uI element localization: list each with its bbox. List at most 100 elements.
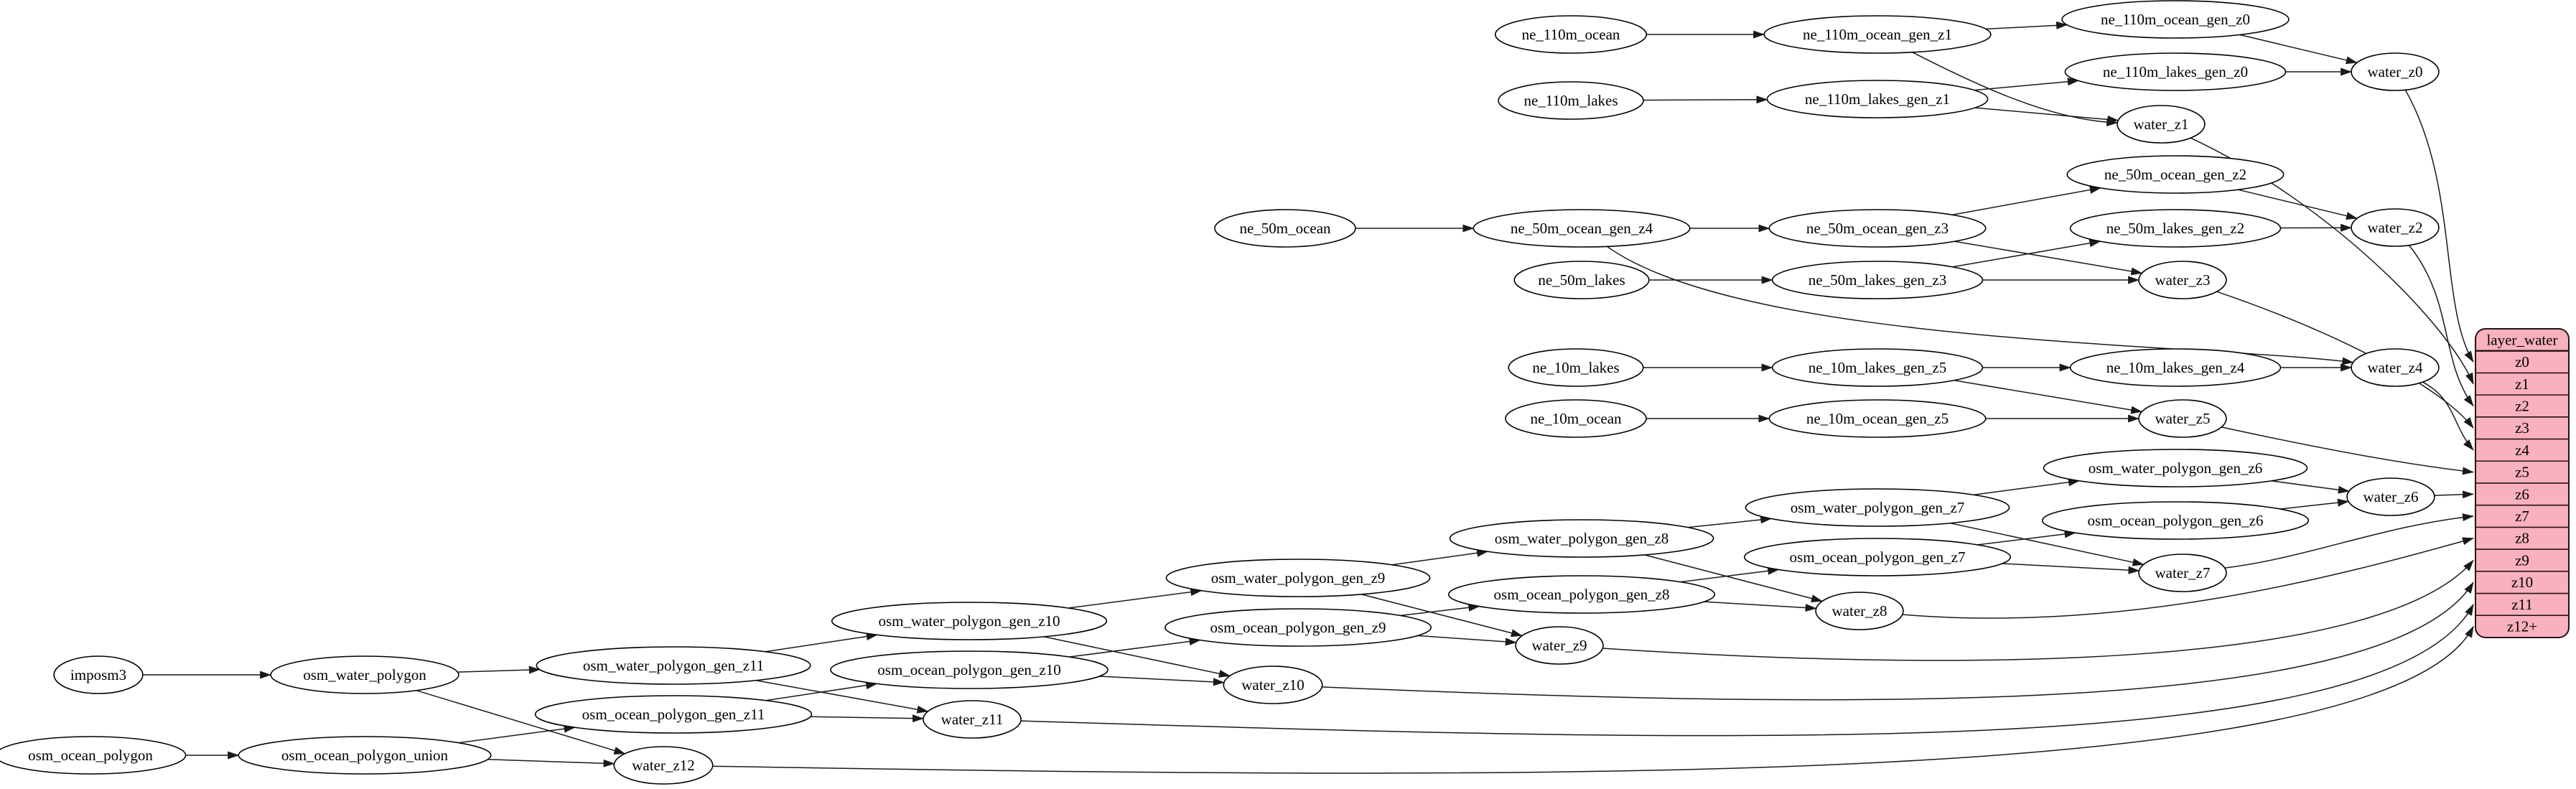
osm_water_polygon-label: osm_water_polygon <box>303 666 426 683</box>
node-osm_ocean_polygon_gen_z9: osm_ocean_polygon_gen_z9 <box>1164 608 1432 647</box>
ne_10m_lakes_gen_z4-label: ne_10m_lakes_gen_z4 <box>2106 359 2245 376</box>
water_z6-shape <box>2346 477 2435 516</box>
ne_110m_lakes_gen_z0-label: ne_110m_lakes_gen_z0 <box>2103 63 2248 80</box>
node-imposm3: imposm3 <box>53 655 144 694</box>
edge-water_z10--layer_water-z10 <box>1322 582 2474 701</box>
osm_ocean_polygon_union-label: osm_ocean_polygon_union <box>281 747 449 764</box>
ne_50m_ocean_gen_z2-label: ne_50m_ocean_gen_z2 <box>2104 166 2246 183</box>
water_z11-shape <box>923 700 1022 739</box>
edge-ne_50m_ocean_gen_z3--ne_50m_ocean_gen_z2 <box>1951 186 2101 215</box>
node-osm_ocean_polygon_gen_z11: osm_ocean_polygon_gen_z11 <box>534 695 813 734</box>
ne_50m_lakes_gen_z2-shape <box>2069 209 2282 248</box>
node-water_z3: water_z3 <box>2138 261 2227 299</box>
ne_50m_ocean-label: ne_50m_ocean <box>1239 220 1331 237</box>
node-osm_ocean_polygon_gen_z6: osm_ocean_polygon_gen_z6 <box>2041 501 2310 540</box>
imposm3-label: imposm3 <box>70 666 126 683</box>
node-osm_ocean_polygon: osm_ocean_polygon <box>0 736 187 775</box>
water_z10-label: water_z10 <box>1241 676 1304 694</box>
edge-water_z5--layer_water-z5 <box>2221 426 2474 475</box>
ne_50m_lakes_gen_z2-label: ne_50m_lakes_gen_z2 <box>2106 220 2244 237</box>
ne_110m_ocean-shape <box>1494 15 1648 54</box>
edge-water_z2--layer_water-z2 <box>2409 245 2474 407</box>
ne_110m_ocean_gen_z0-shape <box>2061 0 2290 39</box>
edge-osm_ocean_polygon_gen_z8--osm_ocean_polygon_gen_z7 <box>1680 566 1780 583</box>
edge-water_z4--layer_water-z4 <box>2422 381 2474 451</box>
water_z2-label: water_z2 <box>2368 219 2423 236</box>
edge-osm_ocean_polygon_gen_z11--osm_ocean_polygon_gen_z10 <box>765 681 878 701</box>
node-water_z4: water_z4 <box>2351 348 2440 387</box>
osm_ocean_polygon_gen_z8-shape <box>1447 575 1716 614</box>
record-row-z9: z9 <box>2515 551 2529 569</box>
osm_ocean_polygon_gen_z10-label: osm_ocean_polygon_gen_z10 <box>877 661 1060 678</box>
record-row-z7: z7 <box>2515 508 2529 525</box>
edge-water_z12--layer_water-z12- <box>712 625 2474 774</box>
ne_50m_ocean_gen_z4-shape <box>1473 209 1691 248</box>
node-osm_water_polygon_gen_z6: osm_water_polygon_gen_z6 <box>2043 449 2308 487</box>
record-row-z10: z10 <box>2511 574 2533 591</box>
osm_ocean_polygon_gen_z7-label: osm_ocean_polygon_gen_z7 <box>1790 548 1966 566</box>
node-ne_10m_ocean_gen_z5: ne_10m_ocean_gen_z5 <box>1768 399 1987 438</box>
water_z0-label: water_z0 <box>2368 63 2423 80</box>
node-ne_10m_lakes_gen_z4: ne_10m_lakes_gen_z4 <box>2069 348 2282 387</box>
node-ne_110m_ocean_gen_z0: ne_110m_ocean_gen_z0 <box>2061 0 2290 39</box>
ne_50m_ocean-shape <box>1214 209 1356 248</box>
node-water_z2: water_z2 <box>2351 208 2440 247</box>
node-water_z1: water_z1 <box>2117 105 2206 144</box>
water_z3-label: water_z3 <box>2155 271 2211 289</box>
water_z8-shape <box>1815 592 1904 630</box>
edge-osm_ocean_polygon_union--water_z12 <box>487 759 615 767</box>
node-ne_50m_lakes_gen_z2: ne_50m_lakes_gen_z2 <box>2069 209 2282 248</box>
ne_110m_lakes_gen_z1-label: ne_110m_lakes_gen_z1 <box>1805 90 1950 108</box>
water_z5-shape <box>2138 399 2227 438</box>
record-row-z4: z4 <box>2515 442 2529 459</box>
node-ne_10m_ocean: ne_10m_ocean <box>1505 399 1647 438</box>
ne_110m_ocean_gen_z0-label: ne_110m_ocean_gen_z0 <box>2101 11 2250 28</box>
edge-ne_10m_lakes_gen_z5--water_z5 <box>1954 380 2143 414</box>
edge-osm_ocean_polygon_gen_z9--water_z9 <box>1417 635 1517 646</box>
edge-osm_ocean_polygon_gen_z9--osm_ocean_polygon_gen_z8 <box>1400 603 1480 617</box>
ne_50m_lakes_gen_z3-shape <box>1771 261 1984 299</box>
node-osm_water_polygon_gen_z9: osm_water_polygon_gen_z9 <box>1165 559 1431 597</box>
edge-osm_ocean_polygon_union--osm_ocean_polygon_gen_z11 <box>458 724 576 744</box>
node-osm_ocean_polygon_gen_z7: osm_ocean_polygon_gen_z7 <box>1743 538 2012 576</box>
osm_water_polygon_gen_z7-label: osm_water_polygon_gen_z7 <box>1791 499 1965 516</box>
water_z3-shape <box>2138 261 2227 299</box>
node-osm_water_polygon_gen_z11: osm_water_polygon_gen_z11 <box>536 646 811 685</box>
ne_10m_ocean-label: ne_10m_ocean <box>1530 410 1622 427</box>
node-ne_50m_ocean: ne_50m_ocean <box>1214 209 1356 248</box>
osm_water_polygon_gen_z11-label: osm_water_polygon_gen_z11 <box>583 657 764 674</box>
osm_ocean_polygon_gen_z10-shape <box>830 650 1109 689</box>
edge-ne_110m_lakes--ne_110m_lakes_gen_z1 <box>1643 95 1768 104</box>
water_z12-shape <box>613 746 714 785</box>
osm_water_polygon_gen_z10-label: osm_water_polygon_gen_z10 <box>878 612 1060 630</box>
ne_50m_lakes-label: ne_50m_lakes <box>1538 271 1625 289</box>
ne_10m_lakes_gen_z5-shape <box>1771 348 1984 387</box>
node-ne_50m_lakes: ne_50m_lakes <box>1513 261 1650 299</box>
water_z5-label: water_z5 <box>2155 410 2211 427</box>
edge-osm_water_polygon--osm_water_polygon_gen_z11 <box>457 666 541 674</box>
record-title: layer_water <box>2486 331 2557 348</box>
record-row-z11: z11 <box>2511 596 2533 613</box>
record-row-z1: z1 <box>2515 375 2529 393</box>
edge-water_z7--layer_water-z7 <box>2224 513 2474 569</box>
record-row-z0: z0 <box>2515 353 2529 370</box>
water_z7-label: water_z7 <box>2155 564 2211 582</box>
node-ne_50m_ocean_gen_z2: ne_50m_ocean_gen_z2 <box>2066 155 2285 194</box>
record-row-z5: z5 <box>2515 464 2529 481</box>
imposm3-shape <box>53 655 144 694</box>
osm_water_polygon_gen_z6-shape <box>2043 449 2308 487</box>
edge-osm_water_polygon_gen_z11--osm_water_polygon_gen_z10 <box>765 632 878 653</box>
node-ne_50m_ocean_gen_z4: ne_50m_ocean_gen_z4 <box>1473 209 1691 248</box>
osm_ocean_polygon_union-shape <box>238 736 492 775</box>
ne_110m_lakes_gen_z0-shape <box>2064 52 2287 91</box>
osm_ocean_polygon-label: osm_ocean_polygon <box>28 747 153 764</box>
water_z1-shape <box>2117 105 2206 144</box>
edge-ne_110m_lakes_gen_z1--water_z1 <box>1975 107 2119 123</box>
node-water_z8: water_z8 <box>1815 592 1904 630</box>
node-water_z5: water_z5 <box>2138 399 2227 438</box>
osm_ocean_polygon_gen_z11-shape <box>534 695 813 734</box>
water_z4-shape <box>2351 348 2440 387</box>
water_z8-label: water_z8 <box>1832 602 1887 620</box>
